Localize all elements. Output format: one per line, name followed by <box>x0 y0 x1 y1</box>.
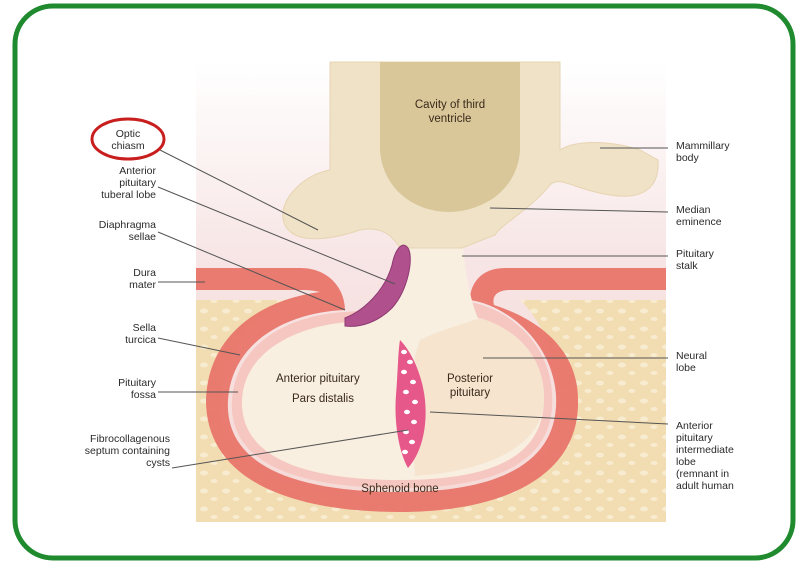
label-cavity: Cavity of third ventricle <box>385 98 515 126</box>
label-neural: Neural lobe <box>676 350 707 374</box>
cyst <box>410 380 416 384</box>
label-anterior: Anterior pituitary <box>276 372 360 386</box>
label-pars: Pars distalis <box>292 392 354 406</box>
cyst <box>412 400 418 404</box>
cyst <box>403 390 409 394</box>
label-mammillary: Mammillary body <box>676 140 730 164</box>
cyst <box>404 410 410 414</box>
cyst <box>407 360 413 364</box>
label-posterior: Posterior pituitary <box>430 372 510 400</box>
label-sella: Sella turcica <box>60 322 156 346</box>
label-dura: Dura mater <box>60 267 156 291</box>
third-ventricle <box>380 62 520 212</box>
label-optic: Optic chiasm <box>98 128 158 152</box>
label-fossa: Pituitary fossa <box>60 377 156 401</box>
label-tuberal: Anterior pituitary tuberal lobe <box>60 165 156 201</box>
cyst <box>401 370 407 374</box>
cyst <box>402 450 408 454</box>
cyst <box>411 420 417 424</box>
label-intermediate: Anterior pituitary intermediate lobe (re… <box>676 420 786 492</box>
label-stalk: Pituitary stalk <box>676 248 714 272</box>
label-sphenoid: Sphenoid bone <box>340 482 460 496</box>
cyst <box>401 350 407 354</box>
cyst <box>409 440 415 444</box>
label-median: Median eminence <box>676 204 722 228</box>
label-diaphragma: Diaphragma sellae <box>40 219 156 243</box>
label-septum: Fibrocollagenous septum containing cysts <box>30 433 170 469</box>
